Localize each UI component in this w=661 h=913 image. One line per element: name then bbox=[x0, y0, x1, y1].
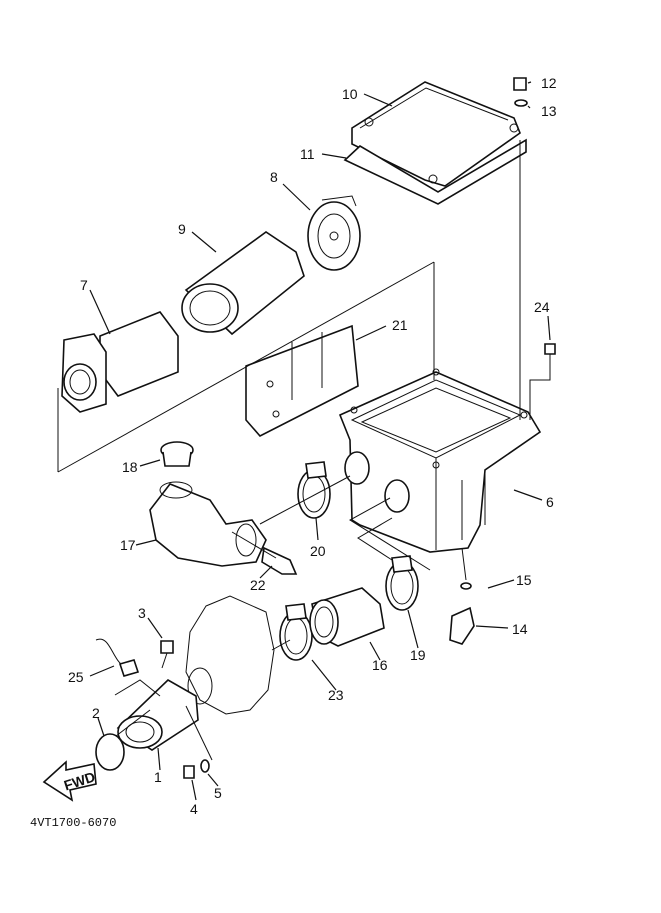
clamp-23 bbox=[279, 603, 313, 661]
callout-15: 15 bbox=[516, 572, 532, 588]
seal-plate bbox=[245, 324, 359, 437]
callout-16: 16 bbox=[372, 657, 388, 673]
lock-washer bbox=[200, 759, 210, 773]
assembly-lines bbox=[57, 140, 551, 761]
callout-2: 2 bbox=[92, 705, 100, 721]
intake-joint bbox=[309, 587, 385, 647]
filter-element bbox=[181, 231, 305, 336]
callout-23: 23 bbox=[328, 687, 344, 703]
o-ring bbox=[95, 733, 125, 771]
callout-24: 24 bbox=[534, 299, 550, 315]
forward-arrow: FWD bbox=[42, 760, 97, 802]
callout-17: 17 bbox=[120, 537, 136, 553]
callout-18: 18 bbox=[122, 459, 138, 475]
hex-nut bbox=[183, 765, 195, 779]
callout-25: 25 bbox=[68, 669, 84, 685]
filter-cap bbox=[307, 195, 361, 271]
callout-4: 4 bbox=[190, 801, 198, 817]
cover-screw bbox=[513, 77, 527, 91]
callout-9: 9 bbox=[178, 221, 186, 237]
joint-bolt bbox=[160, 640, 174, 669]
callout-3: 3 bbox=[138, 605, 146, 621]
diagram-part-code: 4VT1700-6070 bbox=[30, 816, 116, 830]
callout-5: 5 bbox=[214, 785, 222, 801]
screw-washer bbox=[514, 99, 528, 107]
callout-labels: 10 12 13 11 8 9 7 21 24 6 18 17 22 20 15… bbox=[68, 75, 557, 817]
callout-7: 7 bbox=[80, 277, 88, 293]
duct-cap bbox=[160, 441, 194, 467]
callout-12: 12 bbox=[541, 75, 557, 91]
breather-hose bbox=[95, 638, 140, 677]
drain-clip bbox=[460, 582, 472, 590]
clamp-19 bbox=[385, 555, 419, 611]
callout-21: 21 bbox=[392, 317, 408, 333]
callout-1: 1 bbox=[154, 769, 162, 785]
callout-22: 22 bbox=[250, 577, 266, 593]
cover-seal-gasket bbox=[343, 138, 527, 205]
callout-10: 10 bbox=[342, 86, 358, 102]
callout-13: 13 bbox=[541, 103, 557, 119]
carb-joint bbox=[116, 679, 199, 751]
inlet-duct bbox=[149, 481, 267, 567]
air-box-case bbox=[338, 368, 542, 553]
callout-6: 6 bbox=[546, 494, 554, 510]
callout-14: 14 bbox=[512, 621, 528, 637]
callout-11: 11 bbox=[300, 146, 315, 162]
callout-19: 19 bbox=[410, 647, 426, 663]
callout-20: 20 bbox=[310, 543, 326, 559]
carburetor-outline bbox=[185, 595, 275, 715]
case-bolt bbox=[544, 343, 556, 366]
callout-8: 8 bbox=[270, 169, 278, 185]
leader-lines bbox=[89, 81, 551, 801]
drain-cap bbox=[449, 606, 475, 645]
filter-guide bbox=[61, 311, 179, 413]
clamp-20 bbox=[297, 461, 331, 519]
